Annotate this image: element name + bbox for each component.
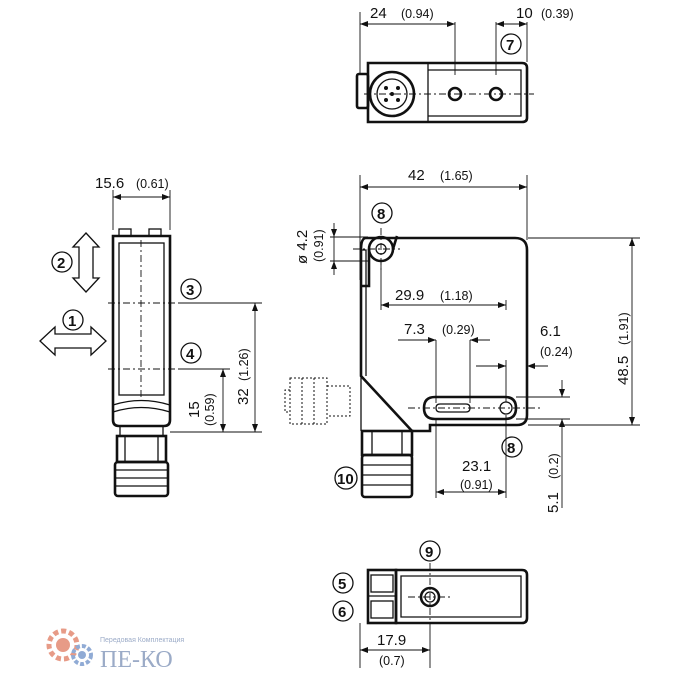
top-view: 24 (0.94) 10 (0.39) 7 (355, 5, 574, 124)
watermark-subtext: Передовая Комплектация (100, 637, 184, 644)
dim-29-9-inch: (1.18) (440, 289, 473, 303)
dim-5-1: 5.1 (545, 492, 562, 513)
dim-7-3-inch: (0.29) (442, 323, 475, 337)
dim-48-5: 48.5 (615, 356, 632, 385)
dim-17-9: 17.9 (377, 632, 406, 649)
callout-4: 4 (186, 346, 195, 363)
dim-dia-4-2: ø 4.2 (294, 230, 311, 264)
watermark-text: ПЕ-КО (100, 647, 173, 673)
dim-48-5-inch: (1.91) (617, 312, 631, 345)
callout-2: 2 (57, 255, 65, 272)
dim-dia-inch: (0.91) (312, 229, 326, 262)
dim-15-6: 15.6 (95, 175, 124, 192)
dim-17-9-inch: (0.7) (379, 654, 405, 668)
dim-6-1: 6.1 (540, 323, 561, 340)
side-view: 15.6 (0.61) 3 4 32 (39, 175, 262, 498)
dim-23-1: 23.1 (462, 458, 491, 475)
dim-23-1-inch: (0.91) (460, 478, 493, 492)
watermark-logo: Передовая Комплектация ПЕ-КО (46, 628, 184, 673)
dim-24-inch: (0.94) (401, 7, 434, 21)
dim-32: 32 (235, 388, 252, 405)
callout-8-top: 8 (377, 206, 385, 223)
dim-15-6-inch: (0.61) (136, 177, 169, 191)
callout-5: 5 (338, 576, 346, 593)
front-view: 42 (1.65) ø 4.2 (0.91) 8 29.9 (284, 167, 640, 513)
dim-32-inch: (1.26) (237, 348, 251, 381)
dim-7-3: 7.3 (404, 321, 425, 338)
callout-8-bottom: 8 (507, 440, 515, 457)
callout-6: 6 (338, 604, 346, 621)
callout-7: 7 (506, 37, 514, 54)
dim-6-1-inch: (0.24) (540, 345, 573, 359)
dim-24: 24 (370, 5, 387, 22)
callout-10: 10 (337, 471, 354, 488)
dim-5-1-inch: (0.2) (547, 453, 561, 479)
callout-3: 3 (186, 282, 194, 299)
dim-10: 10 (516, 5, 533, 22)
dim-15: 15 (186, 401, 203, 418)
dim-15-inch: (0.59) (203, 393, 217, 426)
dim-29-9: 29.9 (395, 287, 424, 304)
dim-42: 42 (408, 167, 425, 184)
dim-42-inch: (1.65) (440, 169, 473, 183)
dim-10-inch: (0.39) (541, 7, 574, 21)
callout-9: 9 (425, 544, 433, 561)
callout-1: 1 (68, 313, 76, 330)
bottom-view: 9 5 6 17.9 (0.7) (332, 540, 529, 668)
